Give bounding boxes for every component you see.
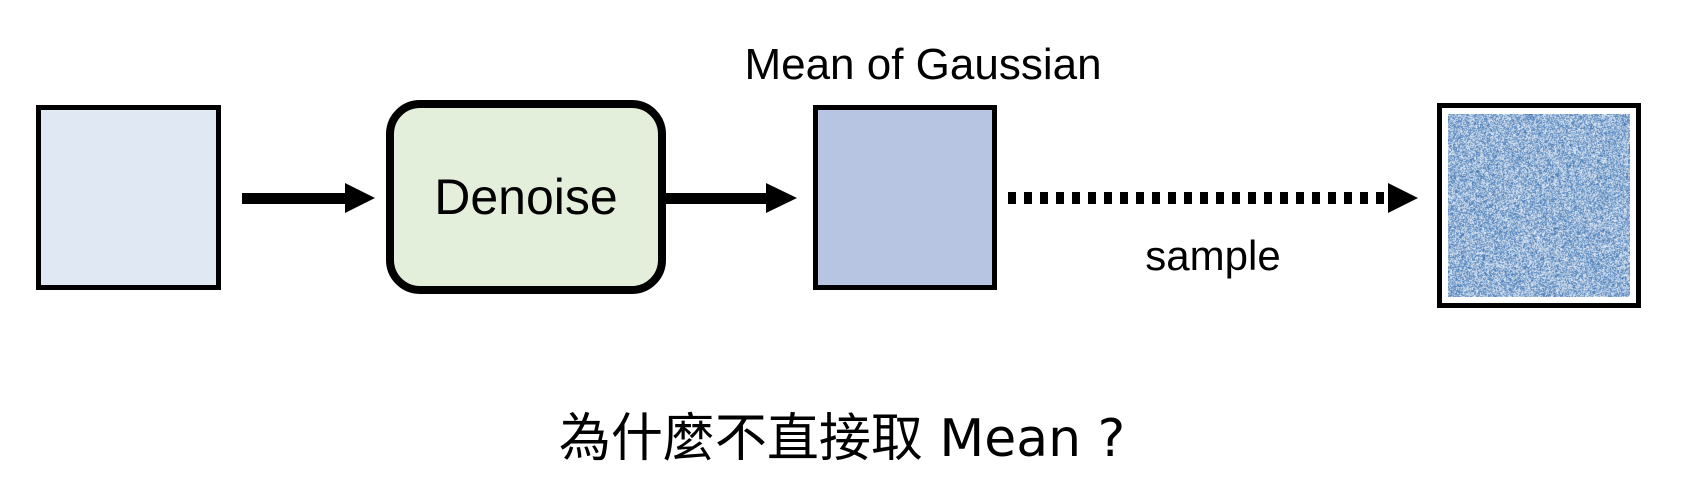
- dotted-sample-arrow: [1008, 183, 1418, 213]
- arrow-input-to-denoise: [242, 183, 375, 213]
- arrow-denoise-to-mean: [666, 183, 797, 213]
